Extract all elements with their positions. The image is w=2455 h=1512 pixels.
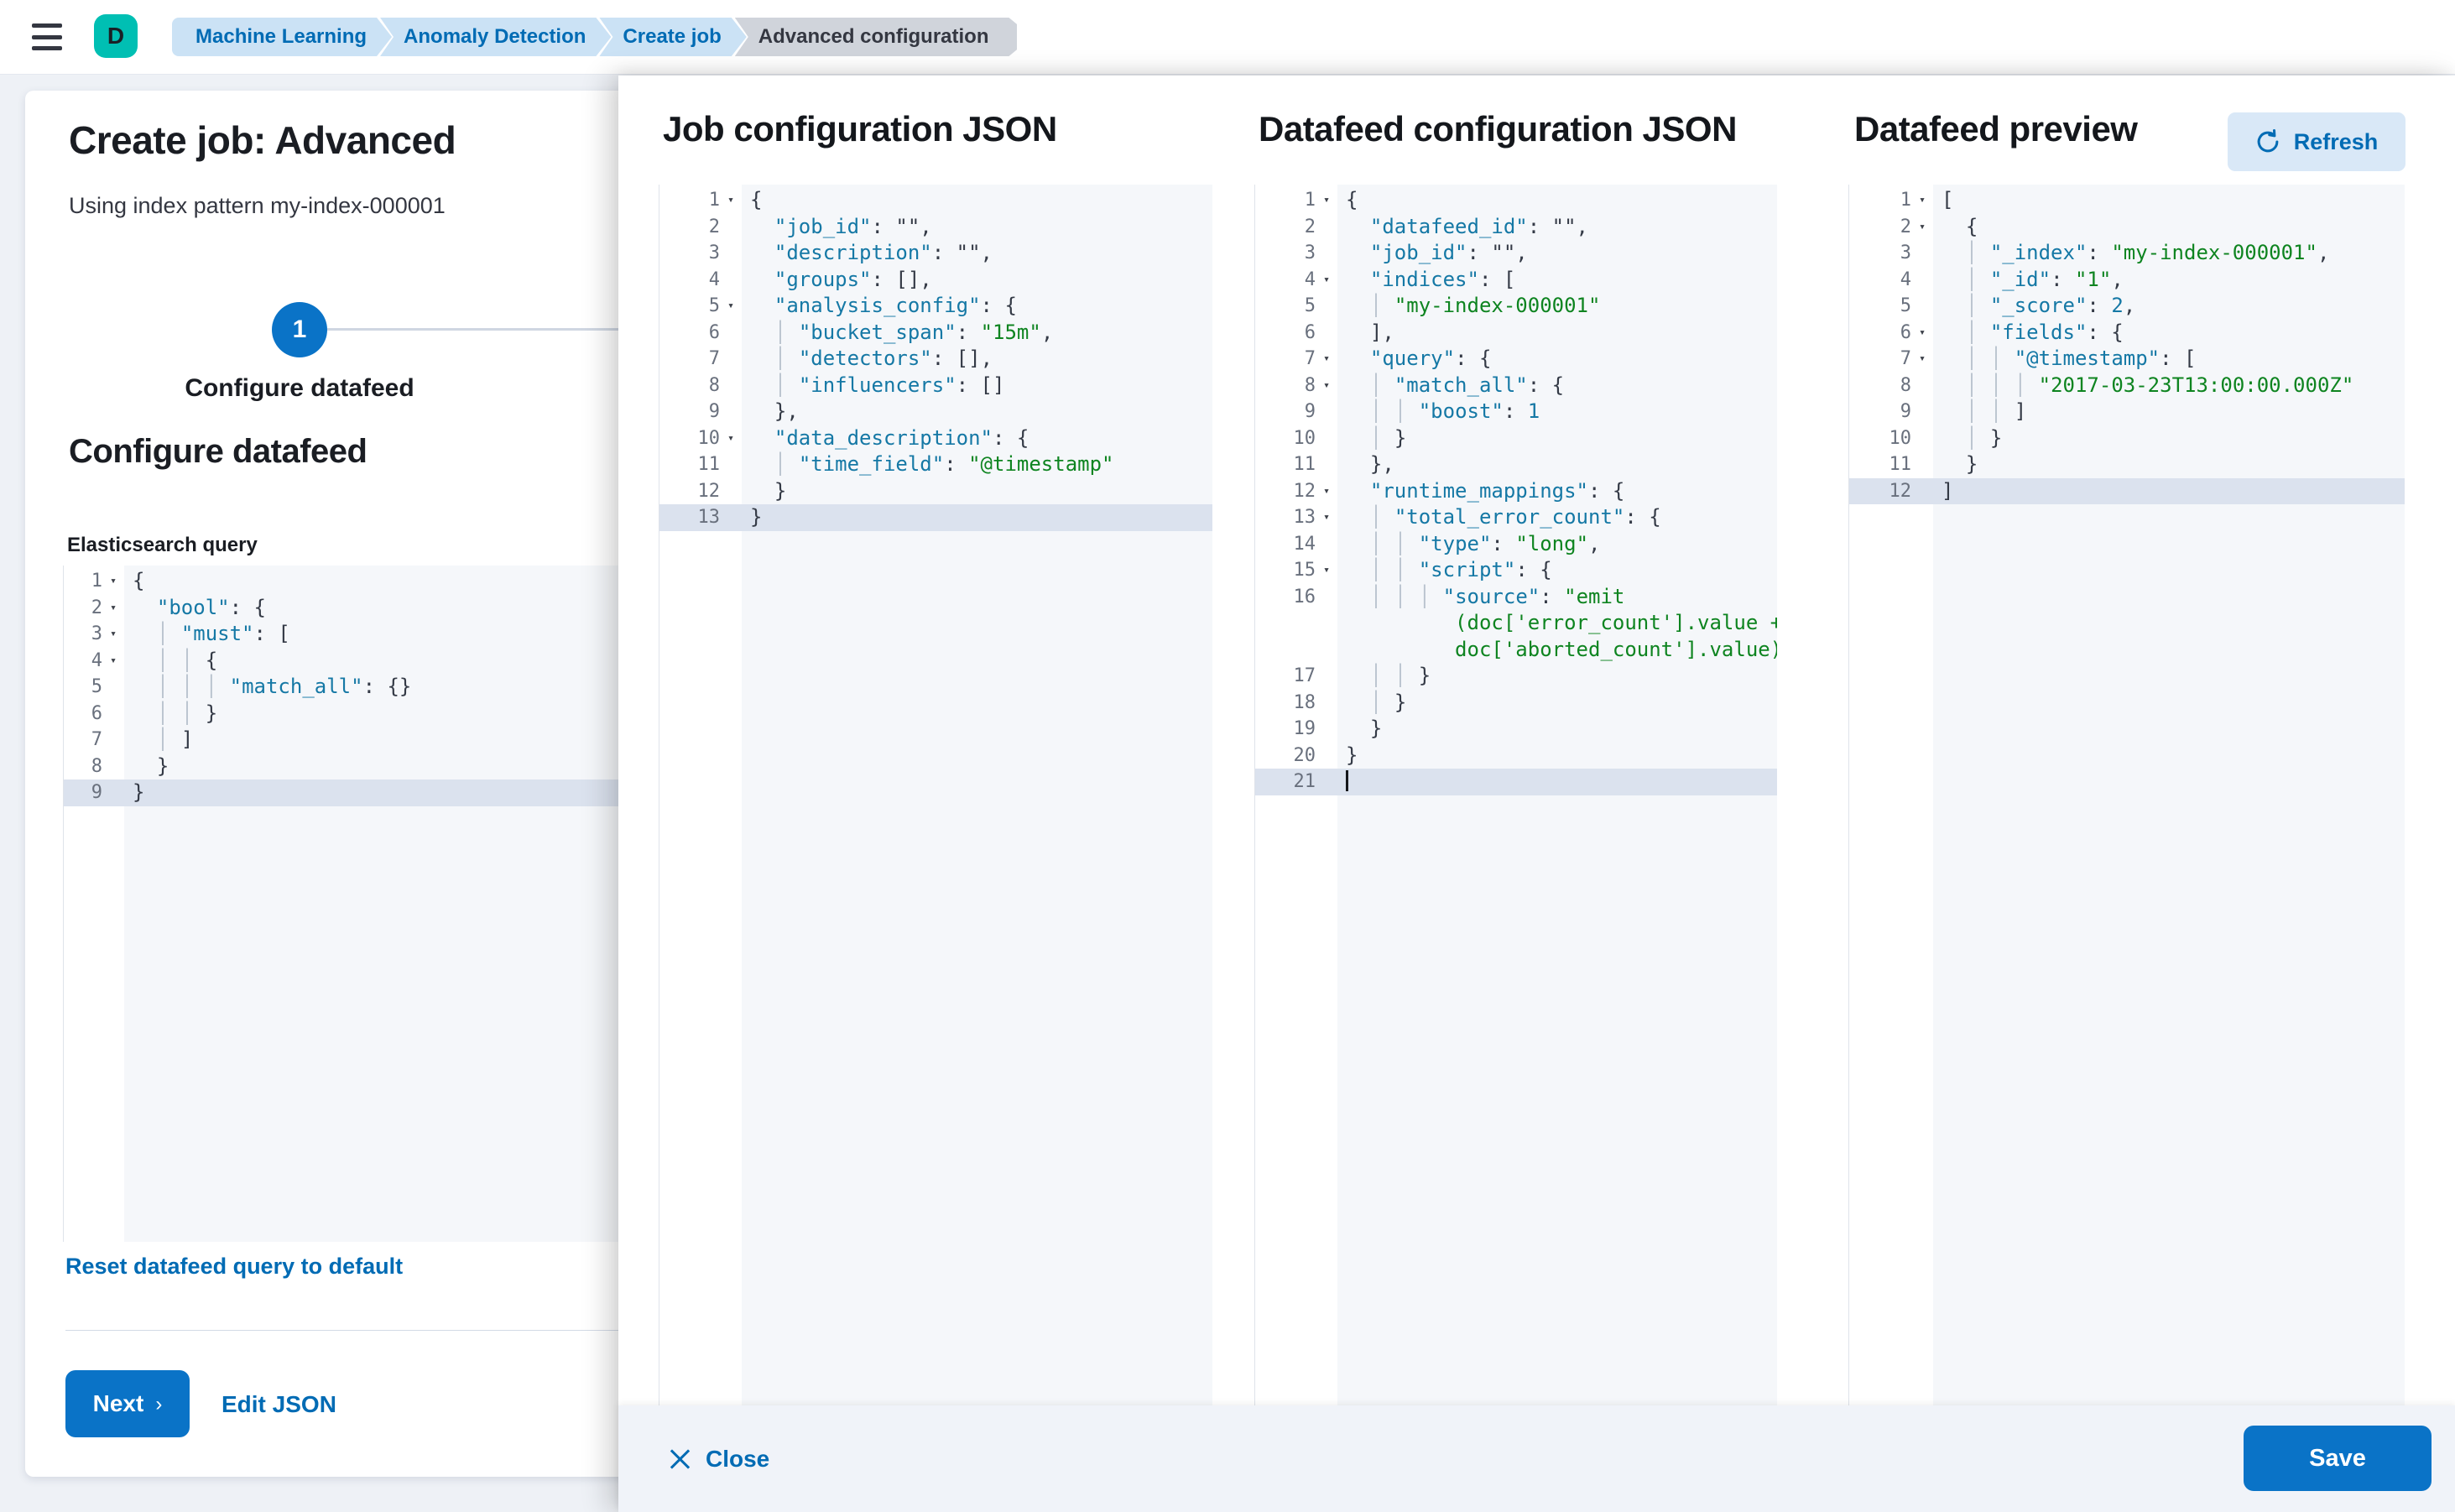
breadcrumb-create-job[interactable]: Create job [599,18,746,56]
step-1-label: Configure datafeed [185,374,414,402]
reset-datafeed-query-link[interactable]: Reset datafeed query to default [65,1254,404,1279]
datafeed-preview-editor[interactable]: 1▾[2▾ {3 │ "_index": "my-index-000001",4… [1848,185,2405,1405]
close-button[interactable]: Close [669,1405,769,1512]
datafeed-preview-heading: Datafeed preview [1854,109,2138,149]
wizard-card: Create job: Advanced Using index pattern… [25,91,632,1477]
section-heading: Configure datafeed [69,433,367,470]
job-configuration-editor[interactable]: 1▾{2 "job_id": "",3 "description": "",4 … [659,185,1212,1405]
elasticsearch-query-editor[interactable]: 1▾{2▾ "bool": {3▾ │ "must": [4▾ │ │ {5 │… [63,566,632,1242]
elasticsearch-query-label: Elasticsearch query [67,534,258,556]
chevron-right-icon: › [155,1393,163,1416]
save-button[interactable]: Save [2244,1426,2432,1491]
advanced-json-flyout: Job configuration JSON Datafeed configur… [618,76,2455,1512]
edit-json-link[interactable]: Edit JSON [222,1391,336,1417]
breadcrumb-machine-learning[interactable]: Machine Learning [172,18,392,56]
refresh-icon [2257,129,2279,153]
top-header: D Machine Learning Anomaly Detection Cre… [0,0,2455,75]
flyout-footer: Close Save [618,1405,2455,1512]
datafeed-configuration-editor[interactable]: 1▾{2 "datafeed_id": "",3 "job_id": "",4▾… [1254,185,1777,1405]
close-icon [669,1448,691,1470]
next-button[interactable]: Next › [65,1370,190,1437]
page-title: Create job: Advanced [69,118,456,162]
space-avatar[interactable]: D [94,14,138,58]
datafeed-configuration-heading: Datafeed configuration JSON [1259,109,1737,149]
step-progress-line [327,328,631,331]
step-1-indicator[interactable]: 1 [272,302,327,357]
breadcrumb-current-page: Advanced configuration [735,18,1018,56]
index-pattern-subtitle: Using index pattern my-index-000001 [69,193,446,218]
breadcrumb: Machine Learning Anomaly Detection Creat… [172,18,1005,56]
breadcrumb-anomaly-detection[interactable]: Anomaly Detection [380,18,611,56]
refresh-button[interactable]: Refresh [2228,112,2405,171]
job-configuration-heading: Job configuration JSON [663,109,1057,149]
divider [65,1330,619,1331]
menu-icon[interactable] [32,23,62,50]
